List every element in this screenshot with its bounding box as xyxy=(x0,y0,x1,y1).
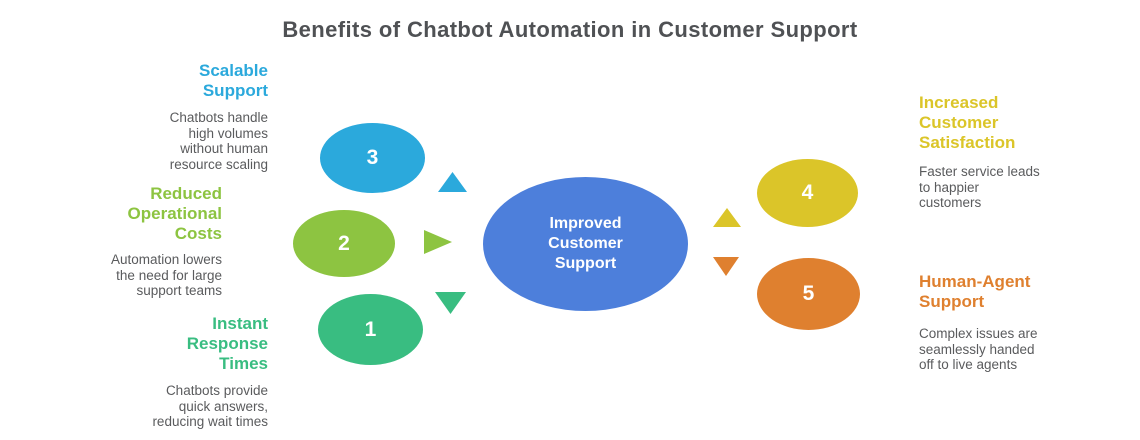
description-human-agent-support: Complex issues are seamlessly handed off… xyxy=(919,326,1038,372)
node-3-circle: 3 xyxy=(320,123,425,193)
description-scalable-support: Chatbots handle high volumes without hum… xyxy=(169,110,268,172)
heading-increased-customer-satisfaction: Increased Customer Satisfaction xyxy=(919,93,1016,152)
node-1-circle: 1 xyxy=(318,294,423,365)
heading-reduced-operational-costs: Reduced Operational Costs xyxy=(127,184,222,243)
description-instant-response-times: Chatbots provide quick answers, reducing… xyxy=(152,383,268,429)
node-4-circle: 4 xyxy=(757,159,858,227)
node-2-number: 2 xyxy=(338,231,350,255)
page-title: Benefits of Chatbot Automation in Custom… xyxy=(282,17,858,42)
arrow-down-icon xyxy=(435,292,466,314)
arrow-up-icon xyxy=(713,208,741,227)
heading-instant-response-times: Instant Response Times xyxy=(186,314,268,373)
node-2-circle: 2 xyxy=(293,210,395,277)
center-node: Improved Customer Support xyxy=(483,177,688,311)
node-3-number: 3 xyxy=(366,146,379,169)
heading-human-agent-support: Human-Agent Support xyxy=(919,272,1031,311)
arrow-down-icon xyxy=(713,257,739,276)
arrow-right-icon xyxy=(424,230,452,254)
node-1-number: 1 xyxy=(364,317,377,341)
node-5-circle: 5 xyxy=(757,258,860,330)
center-node-label: Improved Customer Support xyxy=(548,215,623,272)
description-increased-customer-satisfaction: Faster service leads to happier customer… xyxy=(919,164,1040,210)
node-5-number: 5 xyxy=(802,282,815,305)
node-4-number: 4 xyxy=(801,181,814,204)
description-reduced-operational-costs: Automation lowers the need for large sup… xyxy=(110,252,222,298)
arrow-up-icon xyxy=(438,172,467,192)
heading-scalable-support: Scalable Support xyxy=(199,61,268,100)
